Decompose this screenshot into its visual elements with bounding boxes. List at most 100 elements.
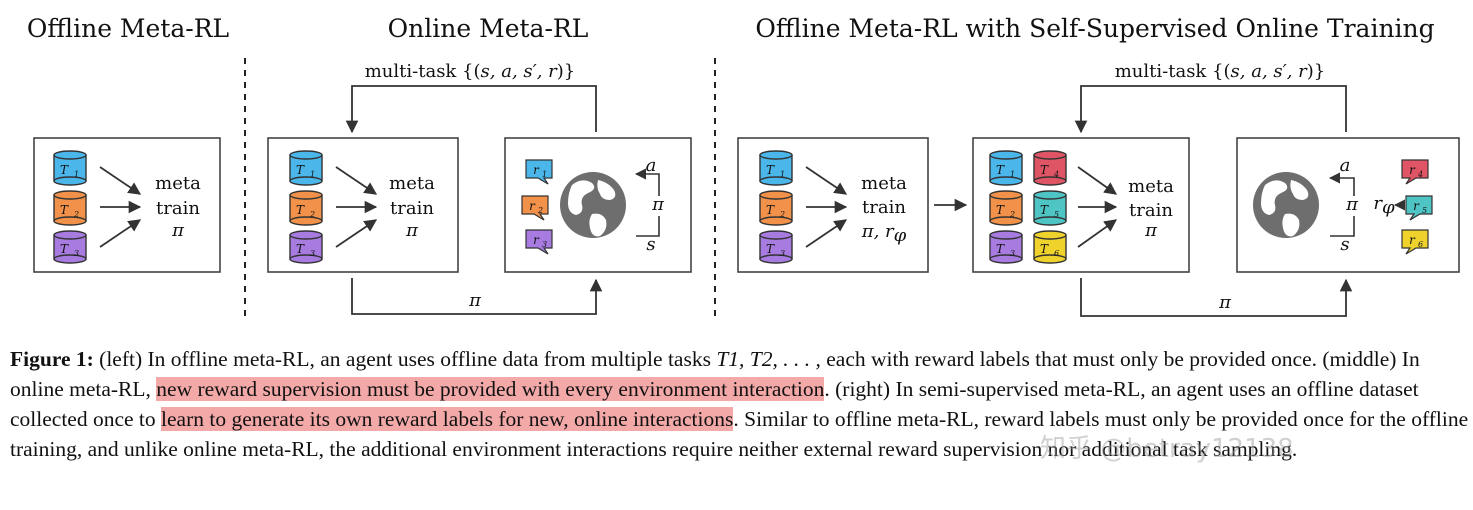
policy-label: π [1345, 194, 1359, 215]
svg-text:T: T [1040, 203, 1049, 217]
svg-text:T: T [60, 163, 69, 177]
svg-text:T: T [996, 242, 1005, 256]
arrow-icon [335, 166, 378, 248]
database-icon: T 2 [53, 190, 87, 226]
online-meta-rl-title: Online Meta-RL [388, 14, 589, 43]
online-task-databases: T 1 T 2 T 3 [289, 150, 323, 264]
generated-reward-bubbles: r 4 r 5 r 6 [1401, 159, 1433, 255]
data-return-arrow [1074, 85, 1347, 134]
svg-text:1: 1 [74, 170, 79, 179]
figure-caption: Figure 1: (left) In offline meta-RL, an … [10, 344, 1470, 464]
database-icon: T 4 [1033, 150, 1067, 186]
svg-text:2: 2 [1009, 210, 1015, 219]
meta-label: meta [155, 173, 201, 194]
online-meta-train-box [267, 137, 459, 273]
globe-icon [560, 172, 626, 238]
svg-text:4: 4 [1053, 170, 1059, 179]
database-icon: T 5 [1033, 190, 1067, 226]
svg-text:r: r [533, 163, 540, 177]
svg-text:3: 3 [74, 249, 79, 258]
database-icon: T 3 [53, 230, 87, 264]
ssl-meta-train-box [972, 137, 1190, 273]
database-icon: T 2 [289, 190, 323, 226]
figure-number: Figure 1: [10, 347, 94, 371]
svg-text:1: 1 [310, 170, 315, 179]
train-label: train [390, 198, 434, 219]
policy-deploy-arrow [1080, 278, 1353, 317]
database-icon: T 6 [1033, 230, 1067, 264]
svg-text:T: T [60, 203, 69, 217]
speech-bubble-icon: r 4 [1401, 159, 1429, 185]
caption-text: (left) In offline meta-RL, an agent uses… [93, 347, 717, 371]
policy-reward-label: π, rφ [861, 221, 907, 246]
ssl-pretrain-box [737, 137, 929, 273]
svg-text:T: T [996, 163, 1005, 177]
meta-label: meta [1128, 176, 1174, 197]
policy-label: π [405, 220, 419, 241]
caption-highlight: learn to generate its own reward labels … [161, 407, 734, 431]
caption-text: . Similar to offline meta-RL, reward lab… [10, 407, 1469, 461]
database-icon: T 1 [289, 150, 323, 186]
svg-text:6: 6 [1054, 249, 1059, 258]
database-icon: T 1 [53, 150, 87, 186]
caption-text: each with reward labels that must only b… [10, 347, 1420, 401]
policy-deploy-arrow [351, 278, 603, 315]
svg-text:T: T [296, 203, 305, 217]
svg-text:3: 3 [310, 249, 315, 258]
arrow-icon [99, 166, 142, 248]
action-label: a [646, 155, 657, 176]
learned-reward-label: rφ [1373, 193, 1395, 218]
arrow-icon [805, 166, 848, 248]
caption-math: T1, T2, . . . , [716, 347, 821, 371]
svg-text:r: r [529, 199, 536, 213]
offline-task-databases: T 1 T 2 T 3 [53, 150, 87, 264]
speech-bubble-icon: r 2 [521, 195, 549, 221]
figure-diagram: Offline Meta-RL Online Meta-RL Offline M… [27, 14, 1460, 318]
database-icon: T 2 [989, 190, 1023, 226]
speech-bubble-icon: r 5 [1405, 195, 1433, 221]
reward-bubbles: r 1 r 2 r 3 [521, 159, 553, 255]
action-state-loop [1328, 172, 1355, 237]
svg-text:2: 2 [73, 210, 79, 219]
svg-text:T: T [1040, 242, 1049, 256]
svg-text:T: T [296, 163, 305, 177]
multitask-data-label: multi-task {(s, a, s′, r)} [365, 61, 576, 82]
train-label: train [1129, 200, 1173, 221]
svg-text:5: 5 [1422, 206, 1427, 215]
svg-text:T: T [996, 203, 1005, 217]
policy-arrow-label: π [1218, 292, 1232, 313]
speech-bubble-icon: r 6 [1401, 229, 1429, 255]
speech-bubble-icon: r 1 [525, 159, 553, 185]
policy-label: π [171, 220, 185, 241]
database-icon: T 1 [989, 150, 1023, 186]
caption-text: . (right) In semi-supervised meta-RL, an… [10, 377, 1419, 431]
online-environment-box [504, 137, 692, 273]
arrow-icon [1077, 166, 1118, 248]
policy-label: π [651, 194, 665, 215]
database-icon: T 1 [759, 150, 793, 186]
svg-text:1: 1 [780, 170, 785, 179]
offline-meta-rl-title: Offline Meta-RL [27, 14, 229, 43]
database-icon: T 3 [989, 230, 1023, 264]
database-icon: T 3 [289, 230, 323, 264]
meta-label: meta [861, 173, 907, 194]
speech-bubble-icon: r 3 [525, 229, 553, 255]
database-icon: T 2 [759, 190, 793, 226]
svg-text:T: T [60, 242, 69, 256]
svg-text:T: T [1040, 163, 1049, 177]
offline-meta-train-box [33, 137, 221, 273]
globe-icon [1253, 172, 1319, 238]
caption-highlight: new reward supervision must be provided … [156, 377, 825, 401]
self-supervised-title: Offline Meta-RL with Self-Supervised Onl… [755, 14, 1434, 43]
policy-arrow-label: π [468, 290, 482, 311]
svg-text:5: 5 [1054, 210, 1059, 219]
ssl-task-databases: T 1 T 2 T 3 [759, 150, 793, 264]
svg-text:T: T [766, 163, 775, 177]
ssl-six-task-databases: T 1 T 2 T 3 T 4 T 5 [989, 150, 1067, 264]
svg-text:r: r [1409, 163, 1416, 177]
svg-text:6: 6 [1418, 240, 1423, 249]
svg-text:2: 2 [309, 210, 315, 219]
state-label: s [1340, 234, 1349, 255]
svg-text:T: T [766, 242, 775, 256]
database-icon: T 3 [759, 230, 793, 264]
